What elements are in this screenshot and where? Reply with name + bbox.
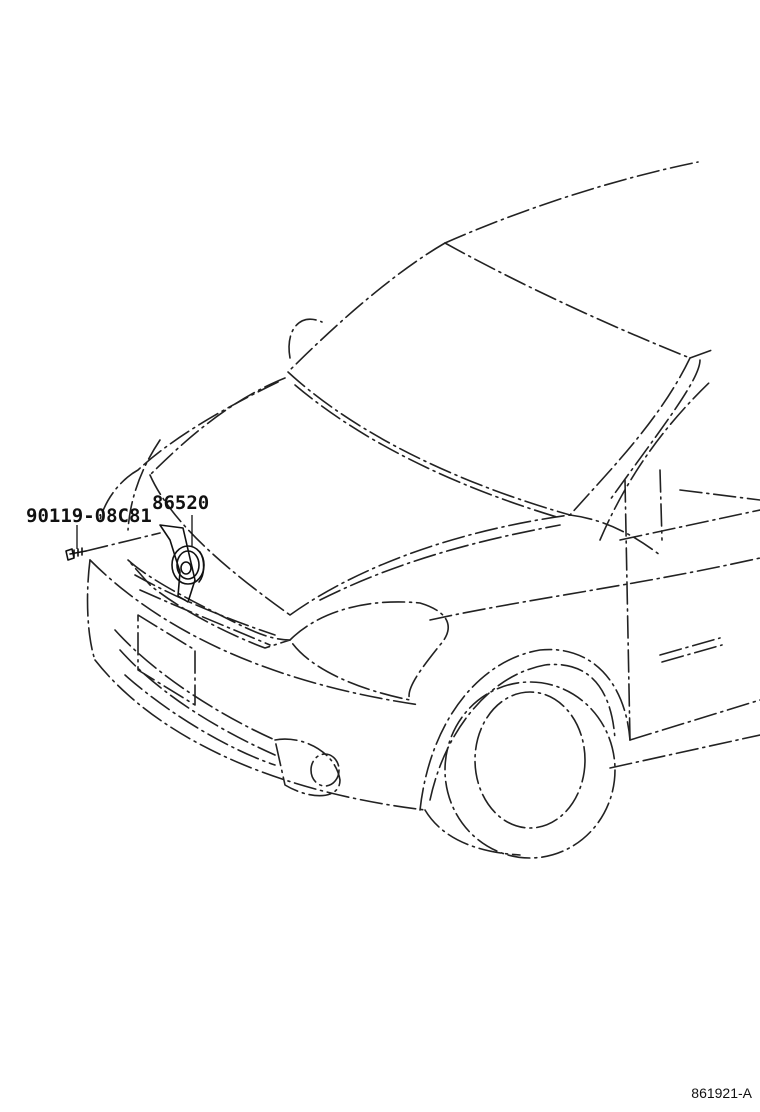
door-front-edge [624,479,631,741]
horn-coil [198,551,205,583]
rocker-line [609,734,760,769]
wheel-arch-inner [429,663,616,801]
bolt-part-number[interactable]: 90119-08C81 [26,505,152,527]
windshield-bottom-inner [294,384,561,519]
horn-center [180,561,192,575]
horn-part-number[interactable]: 86520 [152,492,209,514]
side-body-line [429,557,760,621]
car-outline [86,161,760,859]
wheel-arch [419,648,631,811]
rim [474,691,586,829]
side-mirror [288,318,323,359]
hood-crease [319,524,561,601]
side-beltline [619,509,760,541]
window-pillar [659,469,760,541]
window-frame [599,379,713,541]
door-lower [629,699,760,741]
fender-left-line [127,439,161,531]
illustration-ref: 861921-A [691,1085,752,1101]
bolt-head [65,548,75,561]
grille-bars [134,574,276,646]
horn-assembly[interactable] [159,524,205,603]
license-plate [137,614,196,706]
headlamp [289,601,449,701]
windshield-top [444,242,691,359]
hood-front-edge [149,474,291,616]
horn-rim [176,550,200,580]
assembly-line [85,532,161,552]
fog-lamp-housing [274,738,341,797]
roof-line [444,161,699,244]
fog-lamp [310,753,340,787]
hood-left-edge [149,377,286,476]
hood-right-edge [289,514,571,616]
roof-right-edge [689,349,713,359]
bumper-bottom [94,659,426,811]
tyre [444,681,616,859]
fender-right-top [569,514,661,556]
horn-bracket [159,524,196,603]
a-pillar-right [569,357,691,516]
a-pillar-right-outer [609,359,701,501]
windshield-bottom [287,371,571,516]
fender-top-left [99,469,139,521]
bumper-top [89,559,421,706]
grille-outline [127,559,291,649]
hood-left-edge-2 [137,381,279,471]
a-pillar-left [287,242,446,373]
door-handle [659,637,723,663]
tyre-lower [424,809,521,856]
bolt-assembly[interactable] [65,547,87,561]
bumper-front [86,559,96,661]
